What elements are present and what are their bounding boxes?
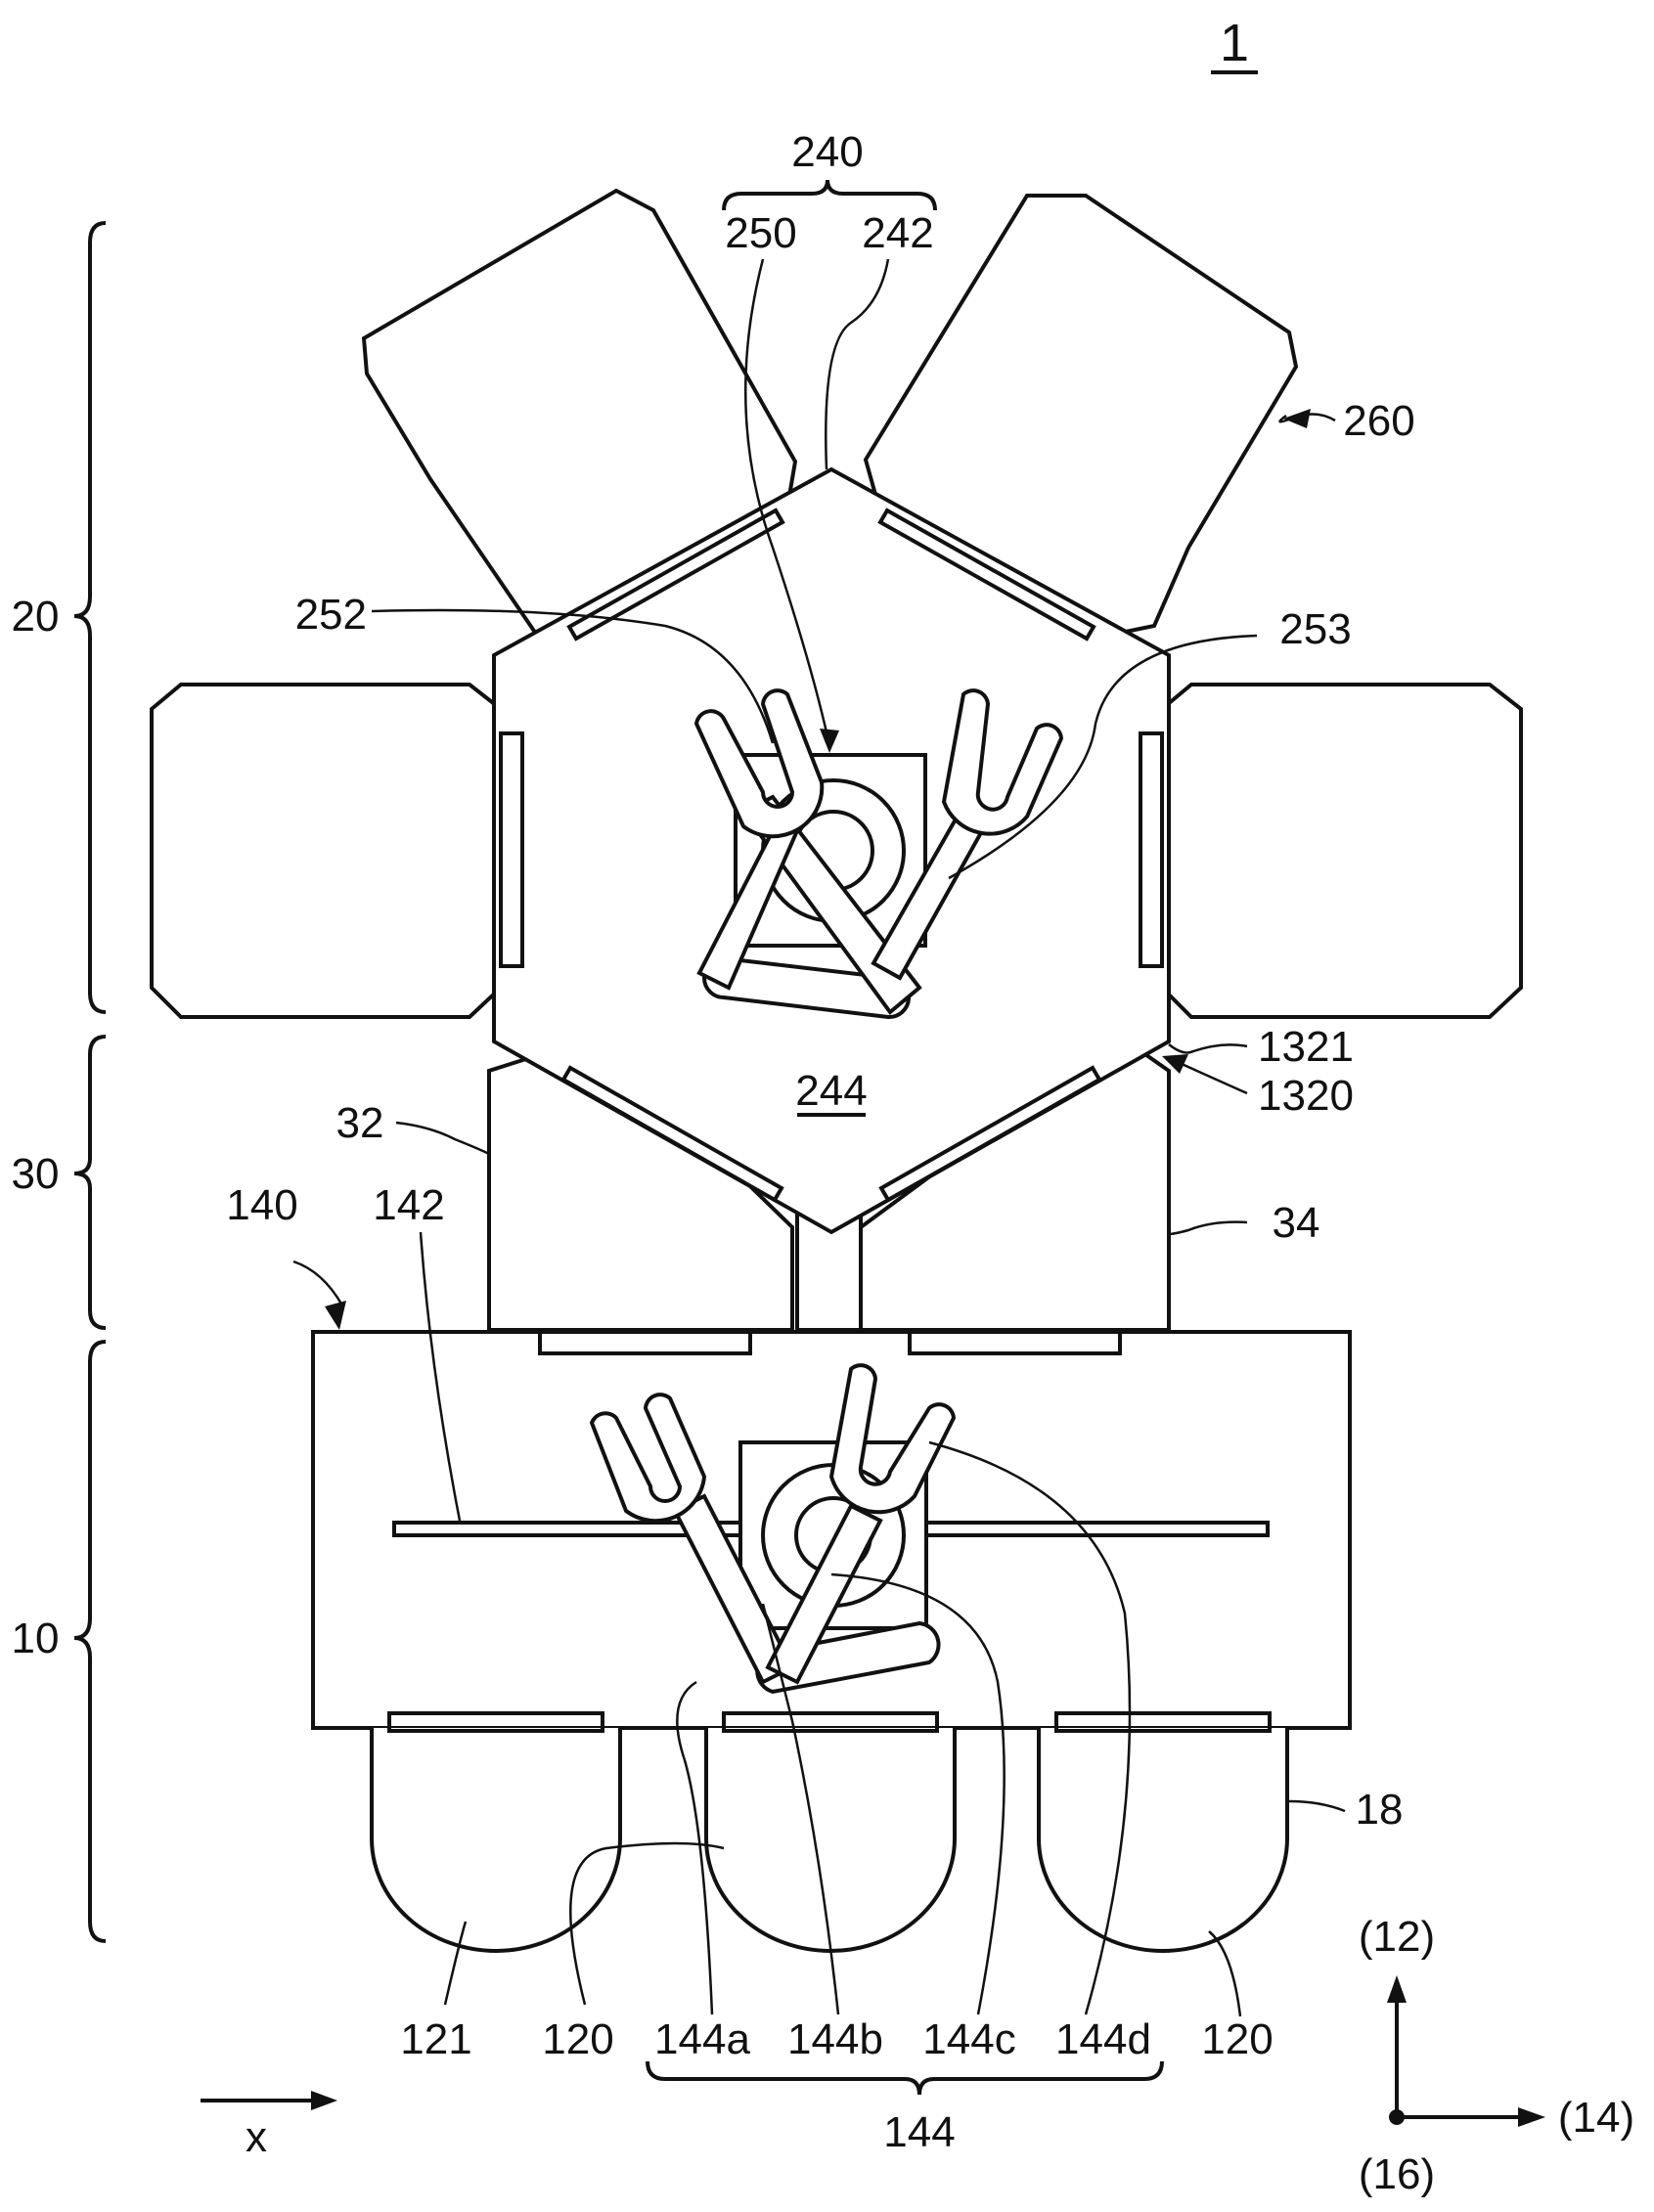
leader-lines: [292, 258, 1346, 2017]
label-142: 142: [373, 1181, 444, 1229]
label-18: 18: [1356, 1786, 1404, 1834]
index-robot-144: [589, 1363, 957, 1695]
label-10: 10: [12, 1615, 60, 1662]
transfer-robot-250: [693, 688, 1064, 1020]
label-253: 253: [1279, 605, 1351, 653]
label-144d: 144d: [1055, 2015, 1151, 2063]
label-20: 20: [12, 593, 60, 641]
label-250: 250: [725, 209, 796, 257]
ef-slit-left: [538, 1330, 752, 1355]
load-port-center: [704, 1728, 957, 1953]
label-120-left: 120: [542, 2015, 613, 2063]
figure-number: 1: [1220, 14, 1249, 72]
load-ports: [370, 1711, 1289, 1953]
axis-label-14: (14): [1558, 2094, 1634, 2142]
process-chamber-left: [150, 683, 503, 1019]
coordinate-axes: [1387, 1975, 1545, 2127]
axis-label-16: (16): [1359, 2150, 1435, 2198]
label-240: 240: [791, 128, 863, 176]
label-144b: 144b: [787, 2015, 883, 2063]
label-30: 30: [12, 1150, 60, 1198]
hexagon-slit-doors: [499, 508, 1164, 1203]
label-244: 244: [795, 1067, 867, 1115]
label-120-right: 120: [1201, 2015, 1273, 2063]
label-144c: 144c: [922, 2015, 1015, 2063]
section-braces: [73, 221, 107, 1943]
label-32: 32: [336, 1099, 384, 1147]
label-260: 260: [1343, 397, 1414, 445]
process-chamber-right: [1160, 683, 1523, 1019]
brace-240: [722, 179, 937, 211]
label-144: 144: [883, 2108, 955, 2156]
label-144a: 144a: [654, 2015, 750, 2063]
label-1320: 1320: [1258, 1072, 1354, 1120]
label-252: 252: [295, 591, 367, 639]
label-121: 121: [400, 2015, 471, 2063]
load-port-left: [370, 1728, 622, 1953]
axis-label-12: (12): [1359, 1913, 1435, 1961]
ef-slit-right: [908, 1330, 1122, 1355]
label-x: x: [246, 2113, 267, 2161]
label-1321: 1321: [1258, 1023, 1354, 1071]
label-34: 34: [1273, 1199, 1320, 1247]
x-direction-arrow: [201, 2091, 337, 2110]
label-242: 242: [862, 209, 933, 257]
load-port-right: [1037, 1728, 1289, 1953]
brace-144: [646, 2060, 1164, 2096]
label-140: 140: [226, 1181, 297, 1229]
